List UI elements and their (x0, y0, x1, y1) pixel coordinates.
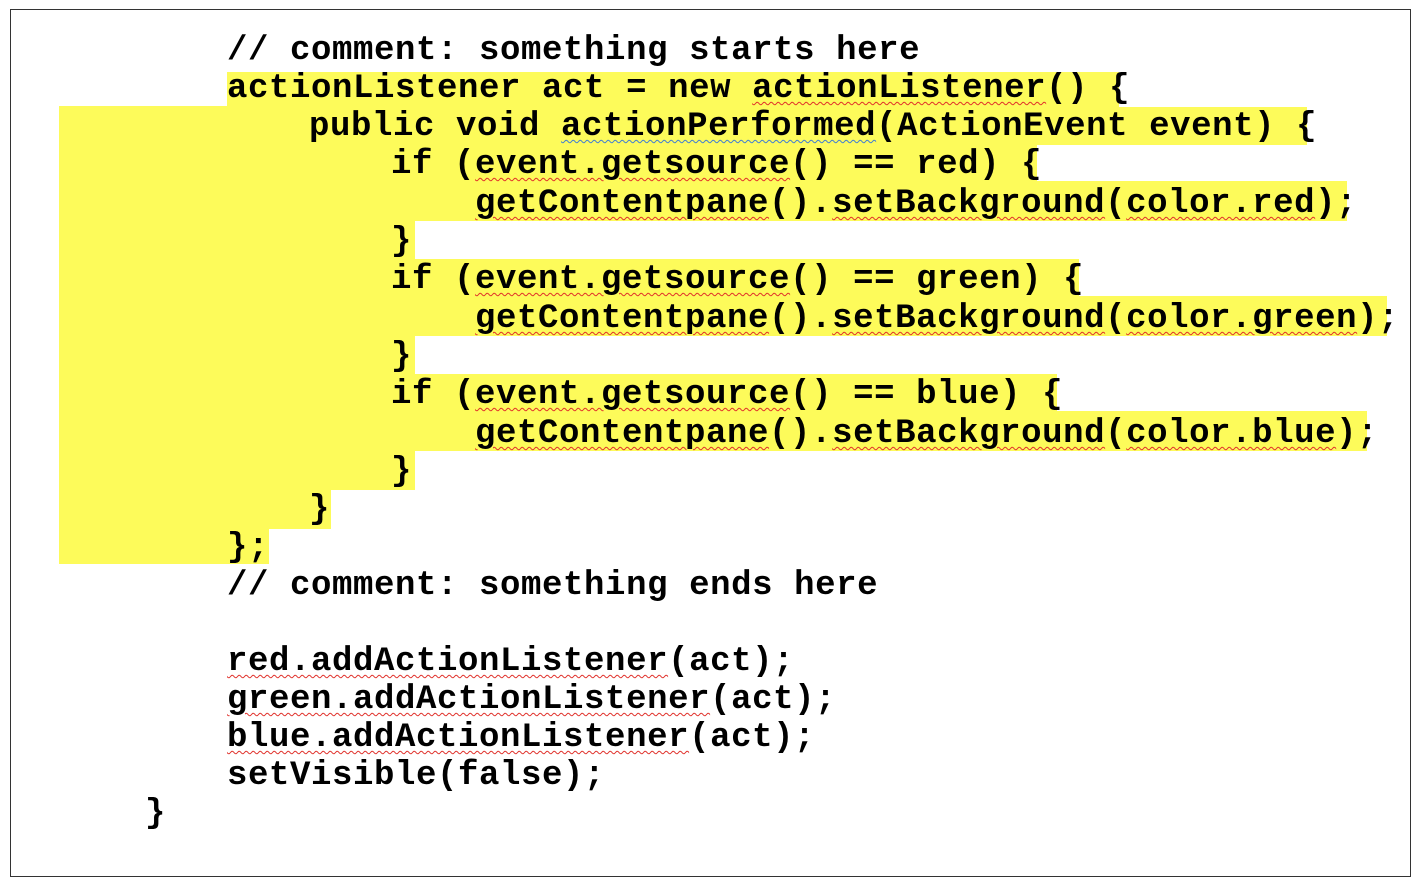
code-line: } (391, 338, 412, 376)
code-line: } (391, 223, 412, 261)
code-token: if ( (391, 146, 476, 184)
code-line: } (309, 491, 330, 529)
code-token: event.getsource (475, 261, 791, 299)
code-line: if (event.getsource() == green) { (391, 261, 1084, 299)
code-token: () { (1046, 70, 1131, 108)
code-token: // comment: something ends here (227, 567, 879, 605)
code-token: setBackground (832, 415, 1106, 453)
code-line: red.addActionListener(act); (227, 643, 794, 681)
code-token: if ( (391, 261, 476, 299)
code-token: color.blue (1126, 415, 1337, 453)
code-token: (ActionEvent event) { (876, 108, 1318, 146)
highlight-line-4 (227, 144, 1037, 182)
code-token: public void (309, 108, 562, 146)
code-line: blue.addActionListener(act); (227, 719, 815, 757)
code-token: actionPerformed (561, 108, 877, 146)
code-token: getContentpane (475, 415, 770, 453)
code-token: if ( (391, 376, 476, 414)
code-token: } (391, 453, 413, 491)
code-token: () == red) { (790, 146, 1043, 184)
code-token: color.red (1126, 185, 1316, 223)
code-token: } (391, 223, 413, 261)
code-token: ( (1105, 300, 1127, 338)
code-token: } (309, 491, 331, 529)
code-token: (act); (689, 719, 816, 757)
highlight-line-2 (227, 72, 1119, 108)
code-token: event.getsource (475, 146, 791, 184)
highlight-line-11 (227, 411, 1367, 451)
code-line: setVisible(false); (227, 757, 605, 795)
highlight-line-12 (227, 450, 415, 490)
code-line: getContentpane().setBackground(color.gre… (475, 300, 1399, 338)
highlight-line-5 (227, 181, 1347, 221)
code-token: setVisible(false); (227, 757, 606, 795)
code-token: (). (769, 185, 833, 223)
code-token: ( (1105, 415, 1127, 453)
code-line: if (event.getsource() == red) { (391, 146, 1042, 184)
code-token: // comment: something starts here (227, 32, 921, 70)
code-line: }; (227, 529, 269, 567)
highlight-line-10 (227, 374, 1057, 412)
code-token: }; (227, 529, 270, 567)
code-token: getContentpane (475, 300, 770, 338)
code-token: ( (1105, 185, 1127, 223)
code-token: setBackground (832, 185, 1106, 223)
code-token: () == green) { (790, 261, 1085, 299)
code-token: blue.addActionListener (227, 719, 690, 757)
code-line: } (391, 453, 412, 491)
code-token: ); (1315, 185, 1358, 223)
code-line: if (event.getsource() == blue) { (391, 376, 1063, 414)
code-line: // comment: something ends here (227, 567, 878, 605)
code-token: setBackground (832, 300, 1106, 338)
code-token: } (145, 795, 167, 833)
highlight-line-13 (227, 489, 331, 529)
code-token: (act); (668, 643, 795, 681)
code-token: (act); (710, 681, 837, 719)
code-token: (). (769, 415, 833, 453)
code-line: actionListener act = new actionListener(… (227, 70, 1130, 108)
highlight-line-9 (227, 335, 415, 375)
code-token: } (391, 338, 413, 376)
code-token: () == blue) { (790, 376, 1064, 414)
code-line: getContentpane().setBackground(color.blu… (475, 415, 1378, 453)
code-line: // comment: something starts here (227, 32, 920, 70)
highlight-line-3 (227, 107, 1307, 145)
code-token: actionListener act = new (227, 70, 753, 108)
highlight-line-8 (227, 296, 1387, 336)
code-token: actionListener (752, 70, 1047, 108)
code-line: green.addActionListener(act); (227, 681, 836, 719)
highlight-line-6 (227, 220, 415, 260)
code-token: ); (1357, 300, 1400, 338)
code-token: green.addActionListener (227, 681, 711, 719)
code-token: ); (1336, 415, 1379, 453)
code-token: color.green (1126, 300, 1358, 338)
highlight-line-14 (227, 528, 269, 564)
code-line: public void actionPerformed(ActionEvent … (309, 108, 1317, 146)
code-token: red.addActionListener (227, 643, 669, 681)
code-token: (). (769, 300, 833, 338)
code-token: event.getsource (475, 376, 791, 414)
highlight-line-7 (227, 259, 1079, 297)
highlight-block (59, 106, 241, 564)
code-line: getContentpane().setBackground(color.red… (475, 185, 1357, 223)
code-token: getContentpane (475, 185, 770, 223)
code-line: } (145, 795, 166, 833)
